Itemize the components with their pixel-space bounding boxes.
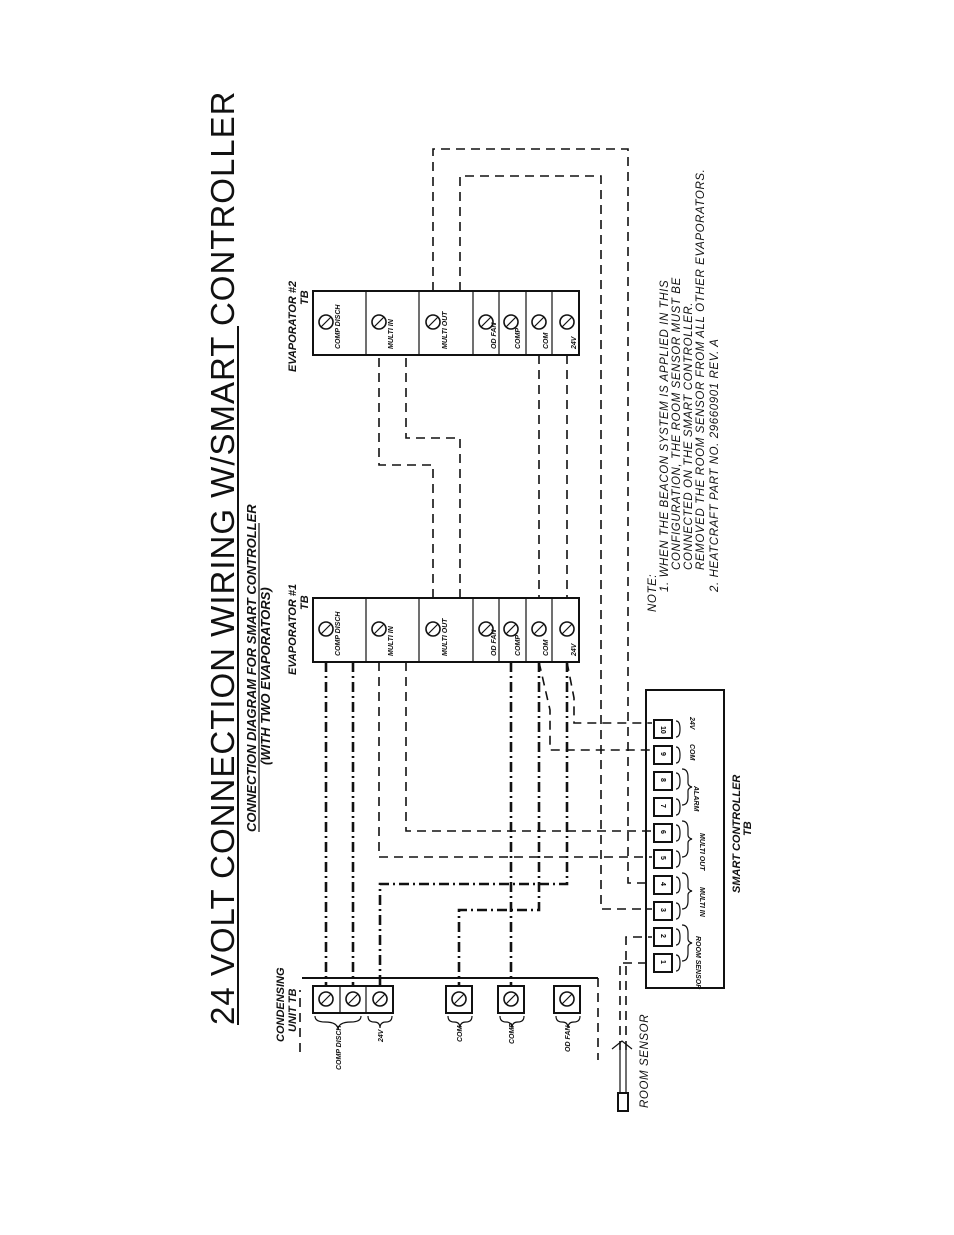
sc-group-room-sensor: ROOM SENSOR (694, 936, 701, 989)
evaporator-1-label: EVAPORATOR #1 (287, 584, 299, 675)
sc-terminal-number-5: 5 (659, 856, 666, 860)
evaporator-2-box (312, 290, 580, 356)
note-line-4: REMOVED THE ROOM SENSOR FROM ALL OTHER E… (695, 169, 707, 570)
sc-group-alarm: ALARM (692, 785, 699, 811)
sc-terminal-2 (653, 927, 673, 947)
sc-terminal-number-7: 7 (659, 804, 666, 808)
wire-24v-to-sc (566, 661, 652, 724)
sc-terminal-number-8: 8 (659, 778, 666, 782)
evaporator-1-tb-label: TB (299, 595, 311, 610)
sc-terminal-number-6: 6 (659, 830, 666, 834)
condensing-odfan-frame (553, 985, 581, 1014)
sc-terminal-10 (653, 719, 673, 739)
sc-terminal-number-4: 4 (659, 882, 666, 886)
smart-controller-terminal-block: 1 2 3 4 5 6 7 8 9 10 ROOM SENSOR MULTI IN MULTI O… (645, 689, 754, 989)
sc-terminal-3 (653, 901, 673, 921)
wire-com-to-condensing (457, 662, 541, 986)
note-heading: NOTE: (647, 574, 659, 612)
sc-terminal-7 (653, 797, 673, 817)
room-sensor-label: ROOM SENSOR (639, 1014, 651, 1108)
condensing-unit-label-2: UNIT TB (287, 989, 299, 1032)
evap2-terminal-label-2: MULTI IN (388, 318, 395, 349)
evap2-terminal-label-7: 24V (571, 335, 578, 350)
sc-group-multi-out: MULTI OUT (698, 833, 705, 871)
condensing-terminal-comp: COMP (509, 1023, 516, 1044)
wire-evap1-multi-in-2 (405, 662, 652, 832)
smart-controller-label-1: SMART CONTROLLER (731, 775, 743, 893)
condensing-terminal-comp-disch: COMP DISCH (336, 1025, 343, 1070)
wire-evap2-multi-out-a (432, 148, 652, 884)
wire-evap1-multi-in (378, 662, 652, 858)
note-line-5: 2. HEATCRAFT PART NO. 29660901 REV. A (709, 338, 721, 593)
evap2-terminal-label-3: MULTI OUT (442, 311, 449, 349)
wire-evap1-to-evap2-b (405, 355, 461, 598)
wire-evap2-multi-out-b (459, 175, 652, 910)
condensing-unit-label-1: CONDENSING (275, 967, 287, 1042)
condensing-terminal-com: COM (457, 1026, 464, 1043)
evap2-terminal-label-5: COMP (515, 328, 522, 349)
evaporator-2-terminal-block: EVAPORATOR #2 TB COMP DISCH MULTI IN MULTI… (287, 281, 580, 372)
subtitle-line-1: CONNECTION DIAGRAM FOR SMART CONTROLLER (244, 504, 259, 832)
smart-controller-box (645, 689, 725, 989)
evap1-terminal-label-3: MULTI OUT (442, 618, 449, 656)
room-sensor-break (611, 1040, 633, 1050)
evap2-terminal-label-6: COM (543, 333, 550, 350)
room-sensor-body (617, 1092, 629, 1112)
note-line-1: 1. WHEN THE BEACON SYSTEM IS APPLIED IN … (659, 280, 671, 592)
sc-terminal-number-1: 1 (659, 960, 666, 964)
evaporator-2-label: EVAPORATOR #2 (287, 281, 299, 372)
condensing-terminal-24v: 24V (378, 1028, 385, 1043)
sc-terminal-number-3: 3 (659, 908, 666, 912)
evap1-terminal-label-1: COMP DISCH (335, 611, 342, 656)
sc-terminal-8 (653, 771, 673, 791)
note-line-2: CONFIGURATION, THE ROOM SENSOR MUST BE (671, 277, 683, 570)
sc-terminal-9 (653, 745, 673, 765)
evap2-terminal-label-1: COMP DISCH (335, 304, 342, 349)
sc-group-com: COM (688, 744, 695, 761)
room-sensor: ROOM SENSOR (611, 1014, 651, 1112)
smart-controller-group-braces (681, 768, 693, 962)
evaporator-2-tb-label: TB (299, 290, 311, 305)
evaporator-1-terminal-block: EVAPORATOR #1 TB COMP DISCH MULTI IN MULTI… (287, 584, 580, 675)
sc-terminal-1 (653, 953, 673, 973)
sc-group-multi-in: MULTI IN (698, 887, 705, 918)
condensing-terminal-od-fan: OD FAN (565, 1025, 572, 1052)
wire-evap1-to-evap2-a (378, 355, 434, 598)
evap1-terminal-label-5: COMP (515, 635, 522, 656)
sc-terminal-5 (653, 849, 673, 869)
title-block: 24 VOLT CONNECTION WIRING W/SMART CONTRO… (204, 90, 273, 1025)
wire-24v-to-condensing (378, 662, 569, 986)
evap1-terminal-label-6: COM (543, 640, 550, 657)
smart-controller-label-2: TB (742, 821, 754, 836)
evaporator-1-box (312, 597, 580, 663)
evap1-terminal-label-2: MULTI IN (388, 625, 395, 656)
sc-terminal-number-2: 2 (659, 934, 666, 938)
diagram-title: 24 VOLT CONNECTION WIRING W/SMART CONTRO… (204, 90, 241, 1025)
wire-room-sensor-1 (619, 962, 652, 1050)
condensing-screws (318, 991, 575, 1007)
condensing-unit-terminal-block: CONDENSING UNIT TB COMP DISCH 24V COM (275, 967, 599, 1070)
wire-com-to-sc (538, 661, 652, 751)
evap2-terminal-label-4: OD FAN (491, 322, 498, 349)
sc-terminal-6 (653, 823, 673, 843)
subtitle-line-2: (WITH TWO EVAPORATORS) (258, 587, 273, 765)
wiring (324, 148, 652, 1050)
notes-block: NOTE: 1. WHEN THE BEACON SYSTEM IS APPLI… (647, 169, 721, 612)
note-line-3: CONNECTED ON THE SMART CONTROLLER. (683, 302, 695, 570)
evap1-terminal-label-4: OD FAN (491, 629, 498, 656)
sc-terminal-number-10: 10 (659, 726, 666, 734)
evap1-terminal-label-7: 24V (571, 642, 578, 657)
wire-room-sensor-2 (625, 936, 652, 1050)
sc-group-24v: 24V (688, 716, 695, 731)
condensing-comp-disch-bracket (314, 1015, 362, 1031)
sc-terminal-number-9: 9 (659, 752, 666, 756)
sc-terminal-4 (653, 875, 673, 895)
